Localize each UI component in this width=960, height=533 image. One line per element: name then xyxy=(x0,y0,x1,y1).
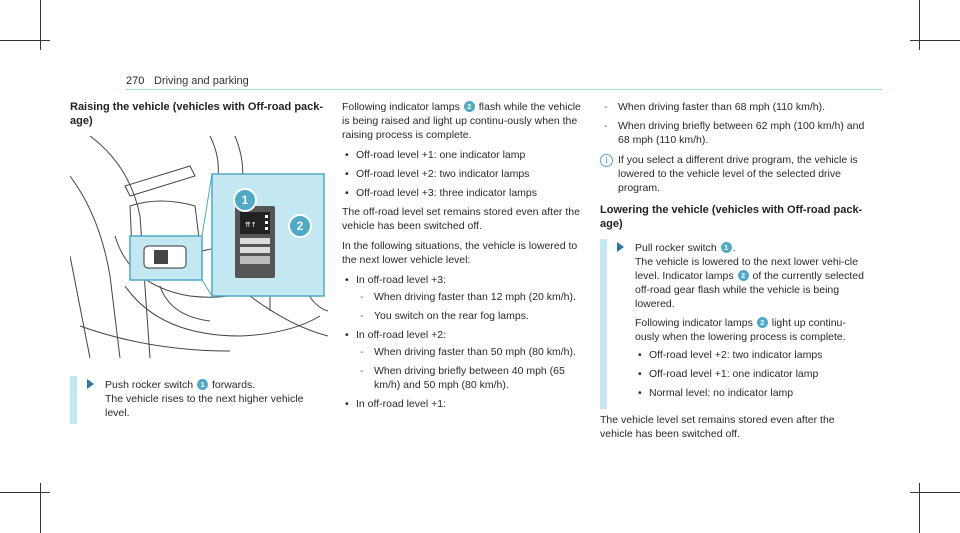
callout-ref-2: 2 xyxy=(756,317,768,328)
callout-ref-1: 1 xyxy=(720,242,732,253)
step-text: forwards. xyxy=(211,379,256,391)
header-rule xyxy=(126,89,882,90)
text: light up continu-ously when the lowering… xyxy=(635,317,846,343)
list-item: Off-road level +2: two indicator lamps xyxy=(342,167,586,181)
text: Pull rocker switch xyxy=(635,242,717,254)
list-item: Off-road level +1: one indicator lamp xyxy=(342,148,586,162)
list-item: You switch on the rear fog lamps. xyxy=(356,309,586,323)
crop-mark xyxy=(919,0,920,50)
column-middle: Following indicator lamps 2 flash while … xyxy=(342,100,586,416)
list-item: Off-road level +1: one indicator lamp xyxy=(635,367,870,381)
raise-step: Push rocker switch 1 forwards. The vehic… xyxy=(70,376,328,424)
list-item: Off-road level +3: three indicator lamps xyxy=(342,186,586,200)
text: . xyxy=(732,242,736,254)
text: of the currently selected off-road gear … xyxy=(635,270,864,310)
crop-mark xyxy=(0,492,50,493)
paragraph: The vehicle level set remains stored eve… xyxy=(600,414,835,440)
step-result: Following indicator lamps 2 light up con… xyxy=(635,316,870,344)
text: If you select a different drive program,… xyxy=(618,154,858,194)
continuation-list: When driving faster than 68 mph (110 km/… xyxy=(600,100,870,147)
paragraph: In the following situations, the vehicle… xyxy=(342,240,578,266)
lower-step: Pull rocker switch 1. The vehicle is low… xyxy=(600,239,870,409)
list-item: In off-road level +3: When driving faste… xyxy=(342,273,586,323)
step-arrow-icon xyxy=(87,379,94,389)
step-result: The vehicle is lowered to the next lower… xyxy=(635,255,870,311)
info-note: i If you select a different drive progra… xyxy=(600,153,870,195)
callout-ref-2: 2 xyxy=(463,101,475,112)
callout-1: 1 xyxy=(233,188,257,212)
text: flash while the vehicle is being raised … xyxy=(342,101,581,141)
list-item: In off-road level +1: xyxy=(342,397,586,411)
callout-ref-2: 2 xyxy=(737,270,749,281)
crop-mark xyxy=(910,40,960,41)
text: Following indicator lamps xyxy=(635,317,753,329)
console-illustration: ⇈↑ xyxy=(69,135,329,359)
step-text: Push rocker switch xyxy=(105,379,194,391)
crop-mark xyxy=(919,483,920,533)
svg-text:⇈↑: ⇈↑ xyxy=(245,221,257,229)
column-right: When driving faster than 68 mph (110 km/… xyxy=(600,100,870,447)
callout-ref-1: 1 xyxy=(197,379,209,390)
list-item: When driving faster than 50 mph (80 km/h… xyxy=(356,345,586,359)
crop-mark xyxy=(0,40,50,41)
list-item: In off-road level +2: When driving faste… xyxy=(342,328,586,392)
callout-2: 2 xyxy=(288,214,312,238)
paragraph: Following indicator lamps 2 flash while … xyxy=(342,100,586,142)
raising-heading: Raising the vehicle (vehicles with Off-r… xyxy=(70,101,324,127)
lowering-heading: Lowering the vehicle (vehicles with Off-… xyxy=(600,204,863,230)
paragraph: The off-road level set remains stored ev… xyxy=(342,206,580,232)
indicator-list: Off-road level +1: one indicator lamp Of… xyxy=(342,148,586,200)
list-item: When driving briefly between 40 mph (65 … xyxy=(356,364,586,392)
situation-list: In off-road level +3: When driving faste… xyxy=(342,273,586,411)
crop-mark xyxy=(910,492,960,493)
text: In off-road level +3: xyxy=(356,274,446,286)
step-arrow-icon xyxy=(617,242,624,252)
list-item: Normal level: no indicator lamp xyxy=(635,386,870,400)
list-item: Off-road level +2: two indicator lamps xyxy=(635,348,870,362)
list-item: When driving briefly between 62 mph (100… xyxy=(600,119,870,147)
column-left: Raising the vehicle (vehicles with Off-r… xyxy=(69,100,329,424)
text: Following indicator lamps xyxy=(342,101,460,113)
section-title: Driving and parking xyxy=(154,75,249,87)
page-number: 270 xyxy=(126,75,145,87)
list-item: When driving faster than 12 mph (20 km/h… xyxy=(356,290,586,304)
indicator-list: Off-road level +2: two indicator lamps O… xyxy=(635,348,870,400)
step-result: The vehicle rises to the next higher veh… xyxy=(105,393,304,419)
list-item: When driving faster than 68 mph (110 km/… xyxy=(600,100,870,114)
rocker-switch-figure: ⇈↑ 1 2 xyxy=(69,135,329,359)
info-icon: i xyxy=(600,154,613,167)
text: In off-road level +2: xyxy=(356,329,446,341)
crop-mark xyxy=(40,483,41,533)
text: The vehicle is lowered to the next lower… xyxy=(635,256,858,282)
crop-mark xyxy=(40,0,41,50)
